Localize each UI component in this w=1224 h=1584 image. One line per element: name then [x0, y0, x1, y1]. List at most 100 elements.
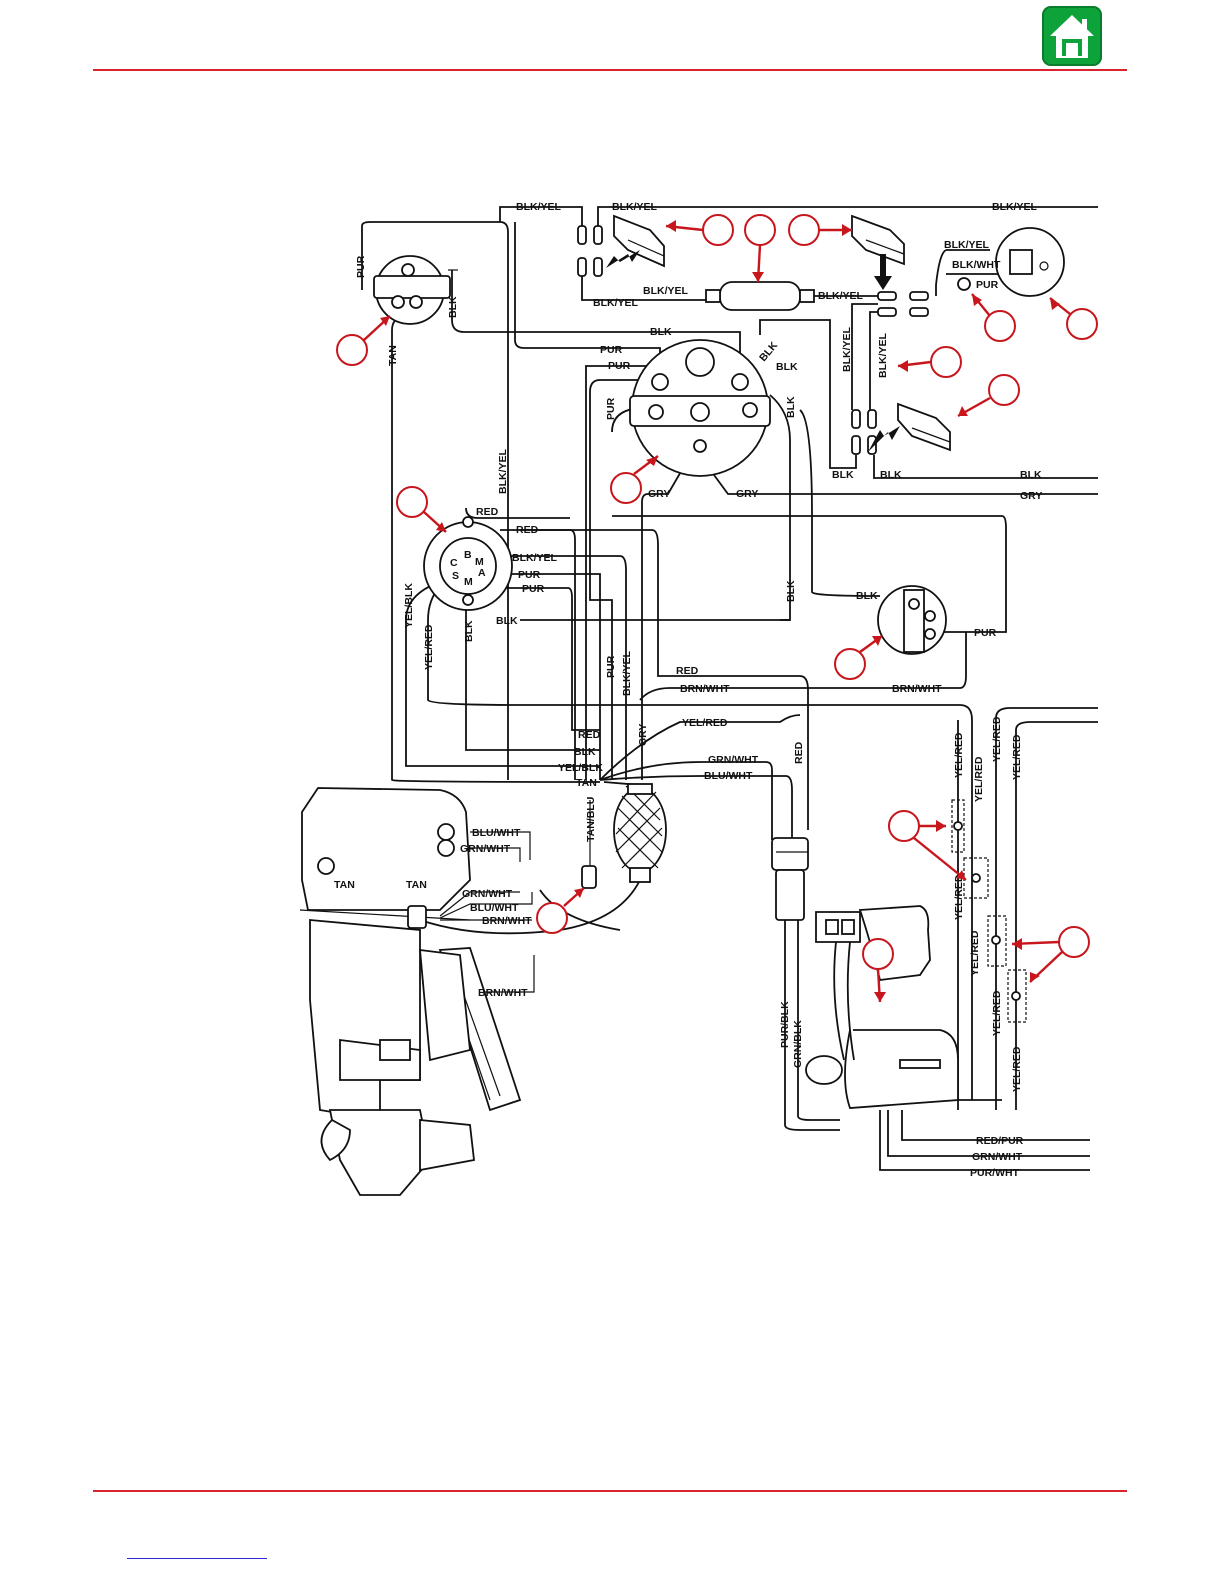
label-blk-wht-horn: BLK/WHT — [952, 259, 1001, 271]
callout-13 — [1058, 926, 1090, 958]
warning-horn — [957, 227, 1065, 297]
inline-fuses — [951, 799, 1027, 1023]
label-grn-wht-mid: GRN/WHT — [708, 754, 759, 766]
label-blk-top: BLK — [650, 326, 672, 338]
bullet-connectors-right — [851, 291, 929, 455]
home-icon — [1050, 15, 1094, 58]
label-blk-yel-horn: BLK/YEL — [944, 239, 990, 251]
label-blk-low: BLK — [574, 746, 596, 758]
callout-15 — [536, 902, 568, 934]
label-red-vert: RED — [793, 741, 805, 764]
label-blk-yel-low: BLK/YEL — [593, 297, 639, 309]
outboard-engine — [299, 787, 522, 1196]
callout-3 — [744, 214, 776, 246]
callout-1 — [336, 334, 368, 366]
label-blk-yel-vert-a: BLK/YEL — [841, 326, 853, 372]
label-gry-mid: GRY — [736, 488, 758, 500]
callout-4 — [788, 214, 820, 246]
wire-clip-left — [613, 214, 665, 268]
label-blk-yel-vert-b: BLK/YEL — [877, 332, 889, 378]
label-yel-red-right-7: YEL/RED — [991, 990, 1003, 1036]
terminal-m-1: M — [475, 556, 484, 568]
label-yel-red-mid: YEL/RED — [682, 717, 728, 729]
label-pur-wht: PUR/WHT — [970, 1167, 1020, 1179]
label-blu-wht-engine-2: BLU/WHT — [470, 902, 519, 914]
starter-solenoid — [629, 339, 771, 477]
label-pur-vert: PUR — [605, 655, 617, 678]
label-yel-red-ign: YEL/RED — [423, 624, 435, 670]
label-grn-wht-engine-2: GRN/WHT — [462, 888, 513, 900]
label-blk-choke: BLK — [856, 590, 878, 602]
callout-5 — [984, 310, 1016, 342]
label-tan-left: TAN — [387, 345, 399, 366]
callout-markers — [336, 214, 1098, 1003]
label-pur-top-left: PUR — [355, 255, 367, 278]
label-pur-horn: PUR — [976, 279, 999, 291]
label-yel-red-right-8: YEL/RED — [1011, 1046, 1023, 1092]
label-gry-right: GRY — [1020, 490, 1042, 502]
label-pur-ign-1: PUR — [518, 569, 541, 581]
label-brn-wht-right: BRN/WHT — [892, 683, 942, 695]
label-gry-vert: GRY — [637, 724, 649, 746]
label-yel-red-right-3: YEL/RED — [991, 716, 1003, 762]
label-gry-left: GRY — [648, 488, 670, 500]
label-blk-right: BLK — [1020, 469, 1042, 481]
label-grn-blk: GRN/BLK — [792, 1020, 804, 1068]
callout-12 — [888, 810, 920, 842]
label-blk-yel-ign: BLK/YEL — [512, 552, 558, 564]
pointer-arrows — [606, 250, 900, 452]
callout-arrowheads — [380, 220, 1060, 1002]
label-red-pur: RED/PUR — [976, 1135, 1024, 1147]
label-blk-yel-mid: BLK/YEL — [643, 285, 689, 297]
bullet-connectors-top — [577, 225, 603, 277]
label-yel-red-right-1: YEL/RED — [953, 732, 965, 778]
wire-clip-right — [851, 214, 905, 266]
callout-14 — [862, 938, 894, 970]
label-blk-yel-clip: BLK/YEL — [612, 201, 658, 213]
label-yel-red-right-5: YEL/RED — [953, 874, 965, 920]
wiring-harness — [325, 206, 1098, 1171]
label-tan-engine-b: TAN — [406, 879, 427, 891]
terminal-b: B — [464, 549, 472, 561]
label-pur-choke: PUR — [974, 627, 997, 639]
terminal-a: A — [478, 567, 486, 579]
fuse-holder — [705, 281, 815, 311]
wire-labels: BLK/YEL BLK/YEL BLK/YEL BLK/YEL BLK/YEL … — [334, 201, 1042, 1179]
label-blk-vert-right: BLK — [785, 580, 797, 602]
label-pur-solenoid-left: PUR — [605, 397, 617, 420]
label-brn-wht-mid: BRN/WHT — [680, 683, 730, 695]
label-red-low: RED — [578, 729, 601, 741]
harness-boot — [581, 783, 667, 889]
label-red-mid: RED — [676, 665, 699, 677]
label-red-1: RED — [476, 506, 499, 518]
label-grn-wht-engine: GRN/WHT — [460, 843, 511, 855]
home-button[interactable] — [1042, 6, 1102, 66]
label-yel-blk-low: YEL/BLK — [558, 762, 603, 774]
callout-7 — [930, 346, 962, 378]
ignition-terminal-letters: B C S M A M — [450, 549, 486, 588]
label-blu-wht-mid: BLU/WHT — [704, 770, 753, 782]
ignition-switch — [423, 516, 513, 611]
label-yel-red-right-2: YEL/RED — [973, 756, 985, 802]
callout-6 — [1066, 308, 1098, 340]
label-blk-solenoid-c: BLK — [785, 396, 797, 418]
label-blk-ign-vert: BLK — [463, 620, 475, 642]
choke-switch — [877, 585, 947, 655]
label-blk-low-b: BLK — [880, 469, 902, 481]
label-pur-ign-2: PUR — [522, 583, 545, 595]
terminal-m-2: M — [464, 576, 473, 588]
footer-rule — [93, 1490, 1127, 1492]
label-yel-red-right-6: YEL/RED — [969, 930, 981, 976]
label-tan-engine-a: TAN — [334, 879, 355, 891]
label-grn-wht-bottom: GRN/WHT — [972, 1151, 1023, 1163]
callout-10 — [610, 472, 642, 504]
label-blk-ign: BLK — [496, 615, 518, 627]
wire-clip-lower — [897, 402, 951, 452]
header-rule — [93, 69, 1127, 71]
label-yel-red-right-4: YEL/RED — [1011, 734, 1023, 780]
label-blk-yel-right: BLK/YEL — [992, 201, 1038, 213]
label-blk-yel-fuse: BLK/YEL — [818, 290, 864, 302]
label-yel-blk-ign: YEL/BLK — [403, 583, 415, 628]
label-tan-blu: TAN/BLU — [585, 797, 597, 842]
